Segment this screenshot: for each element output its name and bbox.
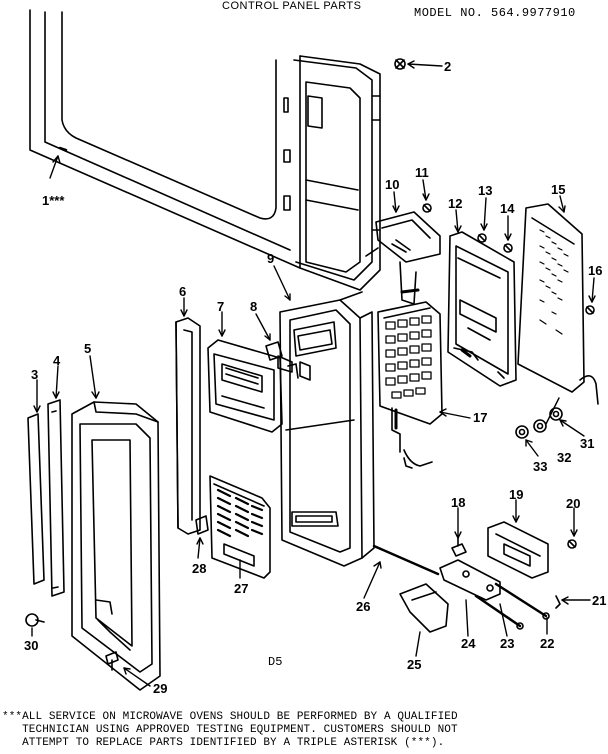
callout-11: 11 bbox=[415, 165, 429, 180]
callout-10: 10 bbox=[385, 177, 400, 192]
footnote-line-2: TECHNICIAN USING APPROVED TESTING EQUIPM… bbox=[2, 724, 458, 736]
pin-part-23 bbox=[476, 596, 523, 629]
control-label-panel-part-27 bbox=[210, 476, 270, 578]
service-footnote: ***ALL SERVICE ON MICROWAVE OVENS SHOULD… bbox=[2, 711, 606, 750]
diagram-title: CONTROL PANEL PARTS bbox=[222, 0, 362, 12]
spacer-part-28 bbox=[196, 516, 208, 534]
oven-cabinet-part-1 bbox=[30, 10, 380, 290]
cover-plate-part-15 bbox=[518, 204, 598, 404]
callout-29: 29 bbox=[153, 681, 168, 696]
callout-16: 16 bbox=[588, 263, 603, 278]
callout-22: 22 bbox=[540, 636, 555, 651]
bracket-part-6 bbox=[176, 318, 200, 534]
callout-31: 31 bbox=[580, 436, 595, 451]
callout-3: 3 bbox=[31, 367, 39, 382]
callout-21: 21 bbox=[592, 593, 607, 608]
callout-17: 17 bbox=[473, 410, 488, 425]
callout-32: 32 bbox=[557, 450, 572, 465]
callout-4: 4 bbox=[53, 353, 61, 368]
clip-part-21 bbox=[556, 596, 560, 608]
rod-part-26 bbox=[374, 546, 438, 574]
callout-23: 23 bbox=[500, 636, 515, 651]
callout-1: 1*** bbox=[42, 193, 65, 208]
footnote-line-3: ATTEMPT TO REPLACE PARTS IDENTIFIED BY A… bbox=[2, 737, 445, 749]
callout-7: 7 bbox=[217, 299, 225, 314]
interlock-bracket-part-19 bbox=[488, 522, 548, 578]
callout-24: 24 bbox=[461, 636, 476, 651]
screw-part-11 bbox=[423, 204, 431, 212]
strip-part-4 bbox=[48, 400, 64, 596]
trim-strip-part-3 bbox=[28, 414, 44, 584]
small-bracket-part-8 bbox=[266, 342, 298, 378]
callout-14: 14 bbox=[500, 201, 515, 216]
callout-25: 25 bbox=[407, 657, 422, 672]
touch-keypad-part-17 bbox=[378, 302, 442, 468]
callout-5: 5 bbox=[84, 341, 92, 356]
callout-9: 9 bbox=[267, 251, 275, 266]
screw-part-2 bbox=[395, 59, 405, 69]
screw-part-13 bbox=[478, 234, 486, 242]
screw-part-14 bbox=[504, 244, 512, 252]
callout-30: 30 bbox=[24, 638, 39, 653]
callout-18: 18 bbox=[451, 495, 466, 510]
control-panel-frame-part-9 bbox=[280, 292, 374, 566]
footnote-line-1: ***ALL SERVICE ON MICROWAVE OVENS SHOULD… bbox=[2, 711, 458, 723]
display-panel-part-7 bbox=[208, 340, 282, 432]
pin-part-22 bbox=[496, 584, 549, 619]
latch-handle-part-25 bbox=[400, 584, 448, 632]
switch-part-18 bbox=[452, 538, 466, 556]
callout-33: 33 bbox=[533, 459, 548, 474]
screw-part-29 bbox=[106, 652, 118, 670]
callout-19: 19 bbox=[509, 487, 524, 502]
control-board-part-12 bbox=[448, 232, 516, 386]
screw-part-16 bbox=[586, 306, 594, 314]
callout-27: 27 bbox=[234, 581, 249, 596]
callout-2: 2 bbox=[444, 59, 452, 74]
drawing-code: D5 bbox=[268, 655, 283, 669]
callout-15: 15 bbox=[551, 182, 566, 197]
callout-13: 13 bbox=[478, 183, 493, 198]
model-number: MODEL NO. 564.9977910 bbox=[414, 6, 576, 20]
housing-part-5 bbox=[72, 402, 160, 690]
nut-part-31 bbox=[550, 408, 562, 420]
washer-part-32 bbox=[534, 420, 546, 432]
washer-part-33 bbox=[516, 426, 528, 438]
screw-part-30 bbox=[26, 614, 44, 626]
leader-lines bbox=[32, 61, 595, 686]
callout-28: 28 bbox=[192, 561, 207, 576]
latch-lever-part-24 bbox=[440, 560, 500, 600]
circuit-board-part-10 bbox=[376, 212, 440, 304]
callout-8: 8 bbox=[250, 299, 258, 314]
screw-part-20 bbox=[568, 540, 576, 548]
callout-26: 26 bbox=[356, 599, 371, 614]
callout-6: 6 bbox=[179, 284, 187, 299]
callout-12: 12 bbox=[448, 196, 463, 211]
callout-20: 20 bbox=[566, 496, 581, 511]
